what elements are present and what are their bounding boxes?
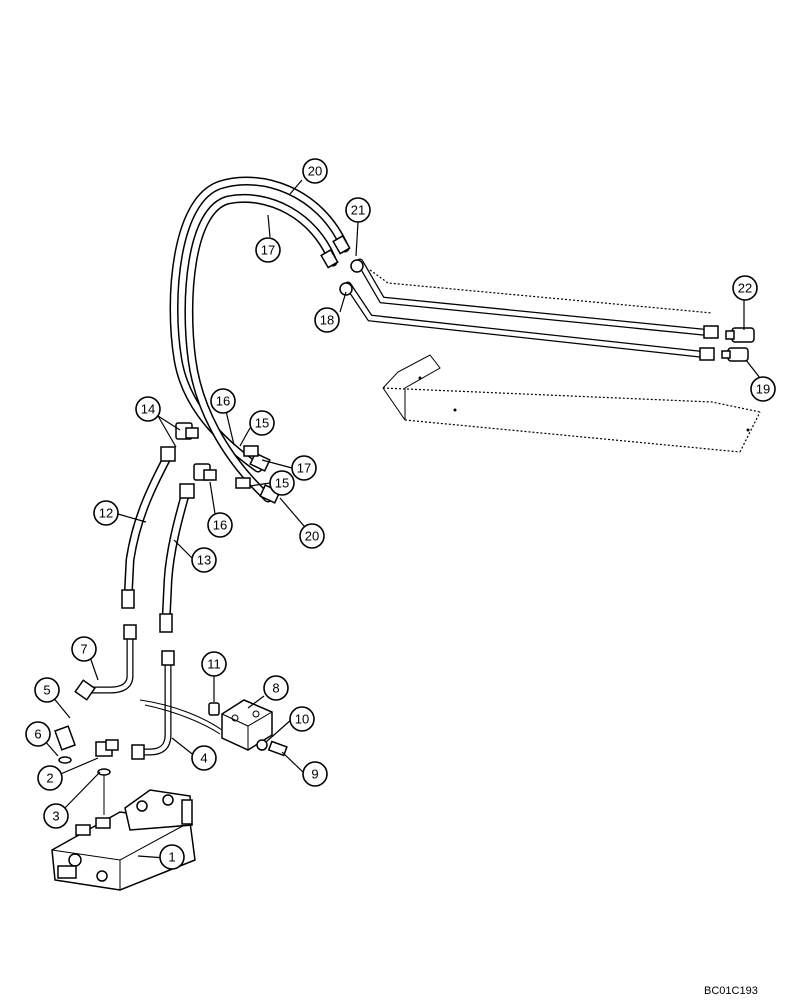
callout-7: 7: [71, 636, 97, 662]
svg-text:11: 11: [207, 657, 221, 672]
svg-text:13: 13: [197, 553, 211, 568]
callout-3: 3: [43, 803, 69, 829]
callout-14: 14: [135, 396, 161, 422]
callout-20-lower: 20: [299, 523, 325, 549]
callout-9: 9: [302, 761, 328, 787]
svg-text:17: 17: [297, 461, 311, 476]
mounting-bracket: [369, 269, 761, 453]
svg-text:5: 5: [43, 683, 50, 698]
svg-text:19: 19: [756, 382, 770, 397]
svg-text:20: 20: [308, 164, 322, 179]
tubes-7-4: [74, 624, 223, 760]
callout-16-lower: 16: [207, 512, 233, 538]
callout-18: 18: [314, 307, 340, 333]
steel-tube-pair: [339, 258, 719, 361]
callout-21: 21: [345, 197, 371, 223]
svg-text:15: 15: [275, 476, 289, 491]
svg-text:3: 3: [52, 809, 59, 824]
svg-text:20: 20: [305, 529, 319, 544]
quick-couplers: [721, 327, 755, 362]
leader-lines: [43, 179, 761, 859]
callout-5: 5: [34, 677, 60, 703]
svg-text:21: 21: [351, 203, 365, 218]
callout-1: 1: [159, 844, 185, 870]
callout-11: 11: [201, 651, 227, 677]
callout-17-lower: 17: [291, 455, 317, 481]
callout-13: 13: [191, 547, 217, 573]
callout-10: 10: [289, 706, 315, 732]
callout-20-upper: 20: [302, 158, 328, 184]
hoses-12-13: [121, 446, 195, 633]
svg-text:8: 8: [272, 681, 279, 696]
svg-text:18: 18: [320, 313, 334, 328]
callout-19: 19: [750, 376, 776, 402]
svg-text:6: 6: [34, 727, 41, 742]
svg-text:4: 4: [200, 751, 207, 766]
control-valve-1: [51, 725, 196, 891]
elbow-fittings: [175, 422, 259, 489]
svg-text:22: 22: [738, 281, 752, 296]
callout-balloons: 1 2 3 4 5 6 7 8 9 10 11 12 13 14 15 15 1…: [25, 158, 776, 870]
callout-15-lower: 15: [269, 470, 295, 496]
callout-16-upper: 16: [210, 388, 236, 414]
svg-text:12: 12: [99, 506, 113, 521]
drawing-code: BC01C193: [704, 985, 758, 997]
svg-text:16: 16: [216, 394, 230, 409]
svg-text:15: 15: [255, 416, 269, 431]
svg-text:16: 16: [213, 518, 227, 533]
svg-text:10: 10: [295, 712, 309, 727]
svg-text:17: 17: [261, 243, 275, 258]
svg-text:1: 1: [168, 850, 175, 865]
callout-2: 2: [37, 765, 63, 791]
svg-text:14: 14: [141, 402, 155, 417]
callout-6: 6: [25, 721, 51, 747]
callout-4: 4: [191, 745, 217, 771]
callout-17-upper: 17: [255, 237, 281, 263]
manifold-block-8: [208, 699, 288, 757]
svg-text:9: 9: [311, 767, 318, 782]
callout-15-upper: 15: [249, 410, 275, 436]
hose-assembly-loop: [169, 176, 351, 504]
callout-22: 22: [732, 275, 758, 301]
svg-text:2: 2: [46, 771, 53, 786]
svg-text:7: 7: [80, 642, 87, 657]
callout-8: 8: [263, 675, 289, 701]
callout-12: 12: [93, 500, 119, 526]
